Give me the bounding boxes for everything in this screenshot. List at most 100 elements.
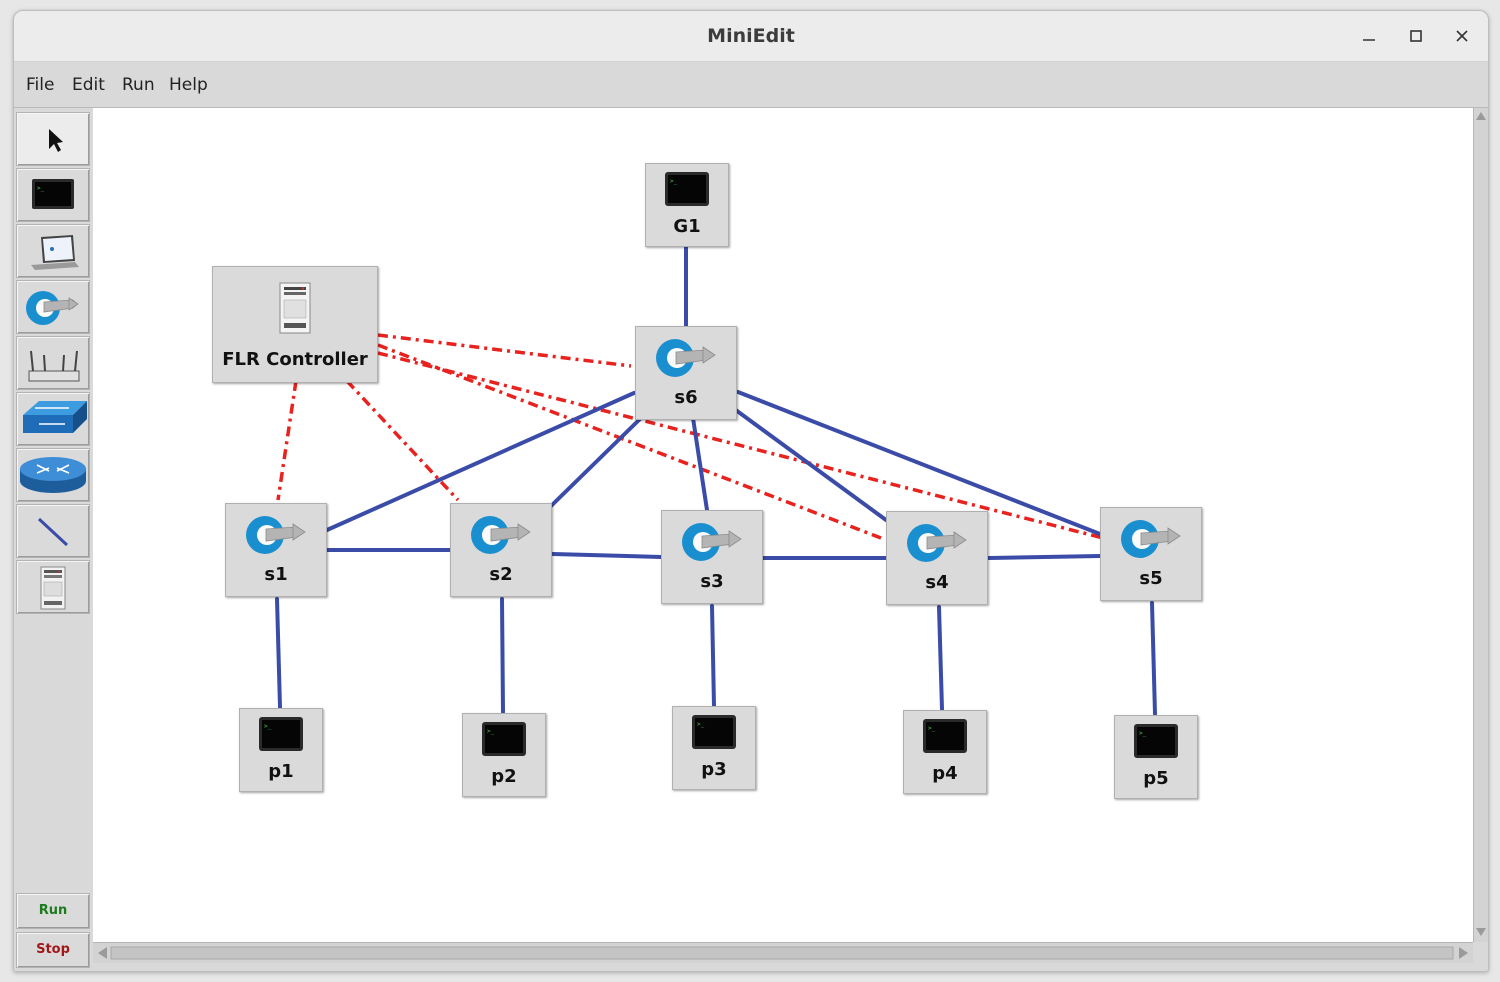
switch-icon <box>26 291 79 325</box>
host-icon: >_ <box>692 715 736 749</box>
select-pointer-icon <box>49 129 63 152</box>
svg-text:>_: >_ <box>487 728 495 735</box>
svg-text:>_: >_ <box>1139 730 1147 737</box>
minimize-icon[interactable] <box>1357 24 1381 48</box>
link-s3-p3[interactable] <box>710 604 716 708</box>
link-s6-s2[interactable] <box>549 416 643 508</box>
maximize-icon[interactable] <box>1404 24 1428 48</box>
host-icon: >_ <box>482 722 526 756</box>
switch-icon <box>1121 520 1181 558</box>
link-s1-p1[interactable] <box>275 597 282 709</box>
vertical-scrollbar[interactable] <box>1473 108 1488 942</box>
switch-node-s2[interactable]: s2 <box>450 503 552 597</box>
close-icon[interactable] <box>1450 24 1474 48</box>
link-tool-button[interactable] <box>16 504 90 558</box>
host-icon: >_ <box>1134 724 1178 758</box>
switch-icon <box>656 339 716 377</box>
control-link-s2[interactable] <box>345 379 460 502</box>
svg-text:>_: >_ <box>37 185 45 192</box>
svg-text:>_: >_ <box>670 178 678 185</box>
host-tool-button[interactable]: >_ <box>16 168 90 222</box>
scroll-up-icon[interactable] <box>1476 112 1486 120</box>
topology-canvas[interactable]: FLR Controller >_ G1 s6 <box>93 108 1473 942</box>
controller-label: FLR Controller <box>222 349 368 370</box>
link-s5-p5[interactable] <box>1150 601 1157 716</box>
menu-help[interactable]: Help <box>169 75 208 95</box>
scroll-left-icon[interactable] <box>98 947 107 959</box>
select-tool-button[interactable] <box>16 112 90 166</box>
link-s6-s4[interactable] <box>731 406 888 522</box>
host-label: p1 <box>268 761 294 782</box>
svg-text:>_: >_ <box>264 723 272 730</box>
run-button[interactable]: Run <box>16 893 90 929</box>
host-label: p5 <box>1143 768 1169 789</box>
legacy-switch-icon <box>23 401 87 433</box>
link-s4-s5[interactable] <box>987 554 1102 560</box>
host-node-p3[interactable]: >_ p3 <box>672 706 756 790</box>
menu-run[interactable]: Run <box>122 75 155 95</box>
link-icon <box>37 517 69 547</box>
link-s6-s1[interactable] <box>325 391 636 532</box>
wireless-ap-icon <box>28 350 80 382</box>
legacy-switch-tool-button[interactable] <box>16 392 90 446</box>
run-button-label: Run <box>38 903 68 918</box>
scroll-down-icon[interactable] <box>1476 928 1486 936</box>
switch-node-s4[interactable]: s4 <box>886 511 988 605</box>
gateway-label: G1 <box>673 216 701 237</box>
host-node-p1[interactable]: >_ p1 <box>239 708 323 792</box>
link-s6-s5[interactable] <box>736 390 1102 536</box>
menu-file[interactable]: File <box>26 75 55 95</box>
menu-edit[interactable]: Edit <box>72 75 105 95</box>
control-link-s4[interactable] <box>377 343 882 540</box>
controller-icon <box>40 566 66 610</box>
wireless-ap-tool-button[interactable] <box>16 336 90 390</box>
tool-palette: >_ <box>14 108 92 971</box>
control-link-s6[interactable] <box>377 333 632 368</box>
stop-button[interactable]: Stop <box>16 932 90 968</box>
link-s2-s3[interactable] <box>551 552 663 559</box>
switch-label: s6 <box>674 387 698 408</box>
host-label: p4 <box>932 763 958 784</box>
switch-node-s3[interactable]: s3 <box>661 510 763 604</box>
title-bar: MiniEdit <box>14 11 1488 62</box>
laptop-tool-button[interactable] <box>16 224 90 278</box>
switch-icon <box>246 516 306 554</box>
host-icon: >_ <box>259 717 303 751</box>
host-icon: >_ <box>32 179 74 209</box>
switch-node-s6[interactable]: s6 <box>635 326 737 420</box>
control-link-s1[interactable] <box>276 380 298 501</box>
switch-label: s3 <box>700 571 724 592</box>
stop-button-label: Stop <box>36 942 70 957</box>
host-label: p2 <box>491 766 517 787</box>
link-s4-p4[interactable] <box>937 605 944 711</box>
horizontal-scrollbar[interactable] <box>93 942 1473 963</box>
window-title: MiniEdit <box>707 25 795 47</box>
switch-icon <box>682 523 742 561</box>
controller-node[interactable]: FLR Controller <box>212 266 378 383</box>
switch-node-s5[interactable]: s5 <box>1100 507 1202 601</box>
switch-tool-button[interactable] <box>16 280 90 334</box>
switch-label: s4 <box>925 572 949 593</box>
menu-bar: File Edit Run Help <box>14 62 1488 108</box>
miniedit-window: MiniEdit File Edit Run Help >_ <box>13 10 1489 972</box>
links-layer <box>275 244 1157 716</box>
laptop-icon <box>31 235 79 270</box>
scroll-right-icon[interactable] <box>1459 947 1468 959</box>
controller-tool-button[interactable] <box>16 560 90 614</box>
host-label: p3 <box>701 759 727 780</box>
link-s2-p2[interactable] <box>500 597 505 714</box>
router-icon <box>20 457 86 493</box>
host-node-p4[interactable]: >_ p4 <box>903 710 987 794</box>
svg-text:>_: >_ <box>928 725 936 732</box>
control-link-s5[interactable] <box>377 351 1104 540</box>
router-tool-button[interactable] <box>16 448 90 502</box>
host-node-p2[interactable]: >_ p2 <box>462 713 546 797</box>
horizontal-scroll-thumb[interactable] <box>110 946 1454 960</box>
svg-text:>_: >_ <box>697 721 705 728</box>
switch-label: s5 <box>1139 568 1163 589</box>
switch-node-s1[interactable]: s1 <box>225 503 327 597</box>
host-icon: >_ <box>923 719 967 753</box>
link-s6-s3[interactable] <box>691 416 709 512</box>
gateway-node-g1[interactable]: >_ G1 <box>645 163 729 247</box>
host-node-p5[interactable]: >_ p5 <box>1114 715 1198 799</box>
